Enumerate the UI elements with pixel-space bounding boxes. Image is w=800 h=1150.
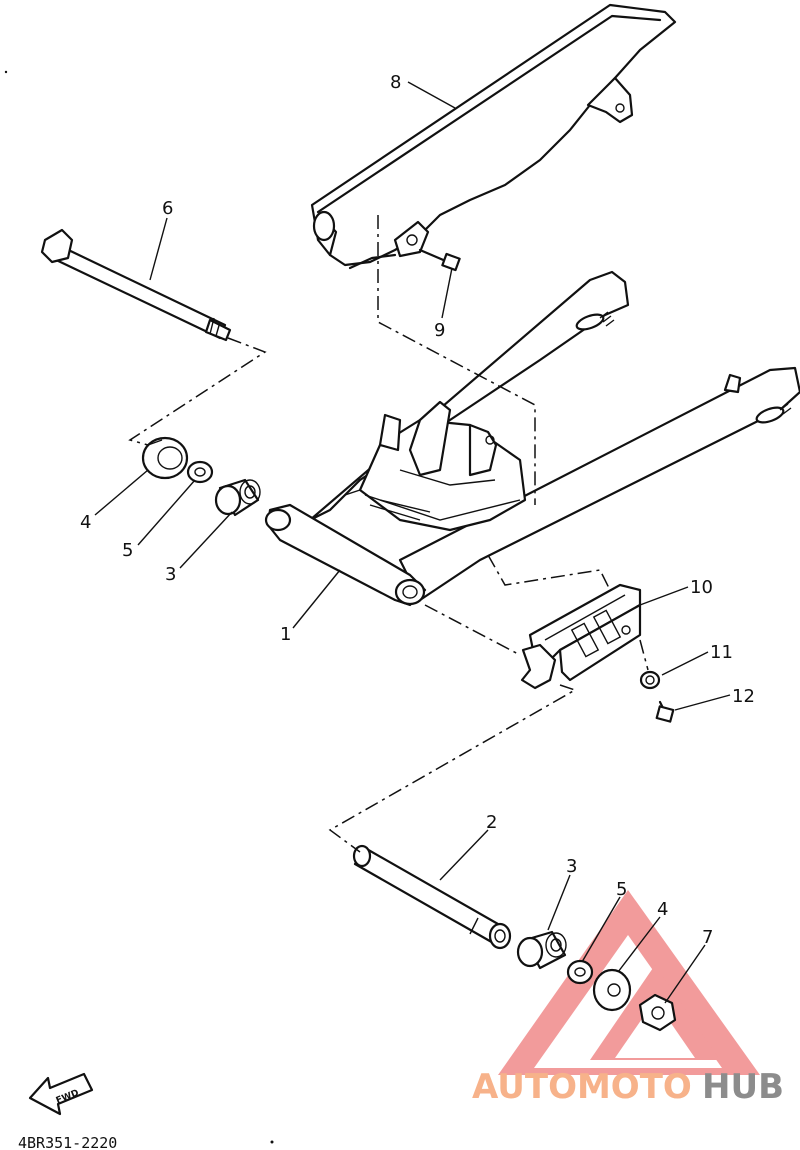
stray-dot (4, 70, 8, 74)
callout-9: 9 (434, 320, 445, 341)
pivot-shaft-part-6 (40, 228, 232, 342)
callout-6: 6 (162, 198, 173, 219)
stray-dot (270, 1140, 274, 1144)
alignment-lines (128, 215, 649, 853)
callout-12: 12 (732, 686, 755, 707)
watermark-hub: HUB (702, 1067, 784, 1107)
callout-10: 10 (690, 577, 713, 598)
callout-7: 7 (702, 927, 713, 948)
callout-4-lower: 4 (657, 899, 668, 920)
collar-part-11 (639, 670, 661, 690)
callout-labels: 8 6 9 4 5 3 1 10 11 12 2 3 5 4 7 (80, 72, 755, 948)
swingarm-part-1 (264, 270, 800, 607)
watermark-text: AUTOMOTO HUB (472, 1067, 784, 1107)
callout-4-upper: 4 (80, 512, 91, 533)
washer-part-5-lower (566, 959, 594, 985)
bolt-part-9 (418, 248, 461, 272)
leader-lines (94, 81, 731, 1004)
callout-8: 8 (390, 72, 401, 93)
callout-5-upper: 5 (122, 540, 133, 561)
bushing-part-3-upper (214, 478, 261, 517)
washer-part-5-upper (186, 460, 214, 484)
forward-arrow: FWD (28, 1072, 94, 1116)
chain-slider-part-10 (520, 583, 642, 690)
chain-guard-part-8 (310, 3, 677, 270)
pivot-collar-part-2 (352, 844, 512, 950)
callout-2: 2 (486, 812, 497, 833)
callout-3-upper: 3 (165, 564, 176, 585)
nut-part-7 (638, 993, 677, 1032)
callout-3-lower: 3 (566, 856, 577, 877)
callout-1: 1 (280, 624, 291, 645)
callout-5-lower: 5 (616, 879, 627, 900)
drawing-code: 4BR351-2220 (18, 1134, 117, 1150)
watermark-automoto: AUTOMOTO (472, 1067, 692, 1107)
callout-11: 11 (710, 642, 733, 663)
oil-seal-part-4-upper (141, 436, 189, 480)
bolt-part-12 (655, 700, 675, 723)
bushing-part-3-lower (516, 930, 567, 970)
seal-part-4-lower (592, 968, 632, 1012)
